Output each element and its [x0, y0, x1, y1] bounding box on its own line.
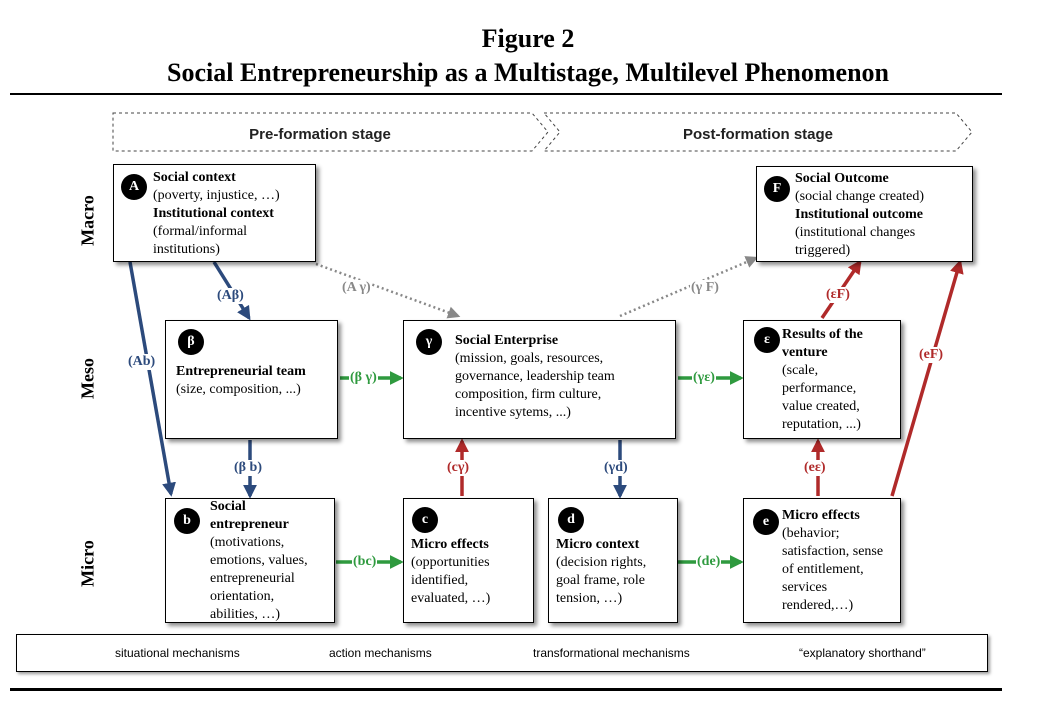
legend-transformational: transformational mechanisms — [533, 646, 690, 660]
c-line1: Micro effects — [411, 537, 489, 552]
top-rule — [10, 93, 1002, 95]
c-line4: evaluated, …) — [411, 591, 491, 606]
label-Abeta: (Aβ) — [216, 288, 245, 304]
d-line4: tension, …) — [556, 591, 623, 606]
gamma-line5: incentive sytems, ...) — [455, 405, 571, 420]
label-gammaepsilon: (γε) — [692, 370, 716, 386]
box-e-micro-effects: e Micro effects (behavior; satisfaction,… — [743, 498, 901, 623]
label-gammad: (γd) — [603, 460, 629, 476]
level-meso: Meso — [77, 358, 98, 399]
badge-d: d — [558, 507, 584, 533]
label-gammaF: (γ F) — [690, 280, 720, 296]
beta-line1: Entrepreneurial team — [176, 364, 306, 379]
gamma-line2: (mission, goals, resources, — [455, 351, 604, 366]
label-bc: (bc) — [352, 554, 378, 570]
arrow-eF — [890, 259, 964, 497]
F-line2: (social change created) — [795, 189, 925, 204]
A-line5: institutions) — [153, 242, 220, 257]
A-line1: Social context — [153, 170, 236, 185]
figure-number: Figure 2 — [481, 24, 575, 53]
badge-A: A — [121, 174, 147, 200]
pre-formation-chevron — [112, 112, 549, 152]
pre-formation-label: Pre-formation stage — [249, 126, 391, 143]
level-macro: Macro — [77, 195, 98, 246]
arrow-gammaF — [619, 256, 759, 318]
F-line1: Social Outcome — [795, 171, 889, 186]
legend-shorthand: “explanatory shorthand” — [799, 646, 926, 660]
epsilon-line2: venture — [782, 345, 828, 360]
badge-beta: β — [178, 329, 204, 355]
badge-epsilon: ε — [754, 327, 780, 353]
d-line2: (decision rights, — [556, 555, 647, 570]
d-line3: goal frame, role — [556, 573, 646, 588]
label-eF: (eF) — [918, 347, 945, 363]
A-line2: (poverty, injustice, …) — [153, 188, 280, 203]
d-line1: Micro context — [556, 537, 640, 552]
c-line3: identified, — [411, 573, 469, 588]
badge-c: c — [412, 507, 438, 533]
e-line6: rendered,…) — [782, 598, 854, 613]
F-line4: (institutional changes — [795, 225, 916, 240]
badge-b: b — [174, 508, 200, 534]
box-F-social-outcome: F Social Outcome (social change created)… — [756, 166, 973, 262]
label-cgamma: (cγ) — [446, 460, 471, 476]
epsilon-line1: Results of the — [782, 327, 863, 342]
legend: situational mechanisms action mechanisms… — [16, 634, 988, 672]
box-c-micro-effects: c Micro effects (opportunities identifie… — [403, 498, 534, 623]
gamma-line3: governance, leadership team — [455, 369, 615, 384]
F-line3: Institutional outcome — [795, 207, 923, 222]
e-line4: of entitlement, — [782, 562, 864, 577]
gamma-line1: Social Enterprise — [455, 333, 559, 348]
box-b-social-entrepreneur: b Social entrepreneur (motivations, emot… — [165, 498, 335, 623]
label-betab: (β b) — [233, 460, 263, 476]
b-line4: emotions, values, — [210, 553, 308, 568]
e-line1: Micro effects — [782, 508, 860, 523]
b-line1: Social — [210, 499, 246, 514]
b-line6: orientation, — [210, 589, 275, 604]
box-gamma-social-enterprise: γ Social Enterprise (mission, goals, res… — [403, 320, 676, 439]
e-line5: services — [782, 580, 828, 595]
box-d-micro-context: d Micro context (decision rights, goal f… — [548, 498, 678, 623]
legend-situational: situational mechanisms — [115, 646, 240, 660]
box-epsilon-results: ε Results of the venture (scale, perform… — [743, 320, 901, 439]
figure-title: Social Entrepreneurship as a Multistage,… — [167, 58, 889, 87]
A-line3: Institutional context — [153, 206, 274, 221]
label-eepsilon: (eε) — [803, 460, 827, 476]
epsilon-line4: performance, — [782, 381, 857, 396]
label-epsilonF: (εF) — [825, 287, 851, 303]
b-line5: entrepreneurial — [210, 571, 295, 586]
badge-e: e — [753, 509, 779, 535]
epsilon-line5: value created, — [782, 399, 860, 414]
legend-action: action mechanisms — [329, 646, 432, 660]
label-betagamma: (β γ) — [349, 370, 378, 386]
badge-gamma: γ — [416, 329, 442, 355]
e-line2: (behavior; — [782, 526, 840, 541]
b-line2: entrepreneur — [210, 517, 289, 532]
label-de: (de) — [696, 554, 722, 570]
label-Ab: (Ab) — [127, 354, 157, 370]
epsilon-line6: reputation, ...) — [782, 417, 861, 432]
arrow-Agamma — [315, 262, 461, 319]
c-line2: (opportunities — [411, 555, 490, 570]
label-Agamma: (A γ) — [341, 280, 372, 296]
gamma-line4: composition, firm culture, — [455, 387, 602, 402]
post-formation-label: Post-formation stage — [682, 126, 833, 143]
A-line4: (formal/informal — [153, 224, 248, 239]
b-line7: abilities, …) — [210, 607, 280, 622]
box-A-social-context: A Social context (poverty, injustice, …)… — [113, 164, 316, 262]
F-line5: triggered) — [795, 243, 851, 258]
e-line3: satisfaction, sense — [782, 544, 884, 559]
badge-F: F — [764, 176, 790, 202]
beta-line2: (size, composition, ...) — [176, 382, 301, 397]
epsilon-line3: (scale, — [782, 363, 819, 378]
level-micro: Micro — [77, 540, 98, 587]
bottom-rule — [10, 688, 1002, 691]
arrow-Ab — [128, 261, 176, 497]
box-beta-entrepreneurial-team: β Entrepreneurial team (size, compositio… — [165, 320, 338, 439]
b-line3: (motivations, — [210, 535, 285, 550]
